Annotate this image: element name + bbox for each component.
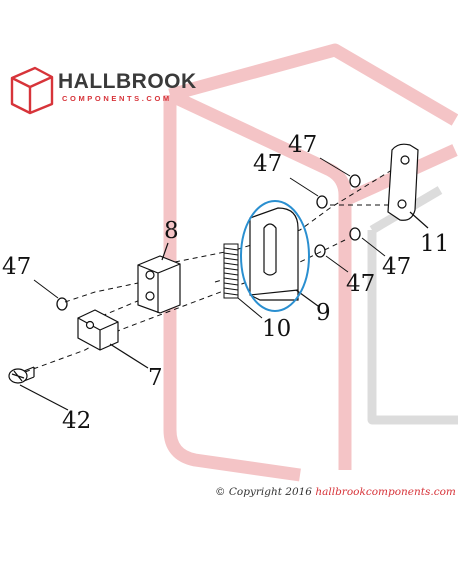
- part-9-plate: [249, 207, 319, 307]
- copyright-notice: © Copyright 2016 hallbrookcomponents.com: [215, 486, 456, 498]
- watermark-cube: [163, 43, 458, 482]
- callout-8: 8: [164, 218, 179, 244]
- ring-47-left: [56, 297, 68, 311]
- brand-logo-tagline: COMPONENTS.COM: [62, 94, 172, 103]
- ring-47-upper-mid: [316, 195, 328, 209]
- part-10-spring: [223, 243, 263, 319]
- callout-10: 10: [262, 316, 292, 342]
- callout-47-top: 47: [288, 132, 318, 158]
- callout-7: 7: [148, 365, 163, 391]
- part-8-bracket: [137, 242, 181, 314]
- ring-47-upper-right: [349, 174, 361, 188]
- leader-lines: [33, 157, 386, 299]
- callout-47-left: 47: [2, 254, 32, 280]
- part-11-link: [387, 143, 429, 229]
- copyright-site-link[interactable]: hallbrookcomponents.com: [315, 486, 456, 498]
- brand-logo-text: HALLBROOK: [58, 70, 197, 93]
- callout-47-right: 47: [382, 254, 412, 280]
- callout-47-upper: 47: [253, 151, 283, 177]
- ring-47-lower-mid: [314, 244, 326, 258]
- callout-47-lower: 47: [346, 271, 376, 297]
- callout-42: 42: [62, 408, 92, 434]
- retaining-rings: [56, 174, 361, 311]
- callout-9: 9: [316, 300, 331, 326]
- copyright-symbol: ©: [215, 486, 226, 498]
- callout-11: 11: [420, 231, 450, 257]
- highlight-ring: [240, 200, 310, 312]
- part-7-clip: [77, 309, 149, 369]
- ring-47-lower-right: [349, 227, 361, 241]
- copyright-text: Copyright 2016: [228, 486, 312, 498]
- logo-cube-icon: [10, 66, 54, 115]
- part-42-screw: [8, 366, 69, 411]
